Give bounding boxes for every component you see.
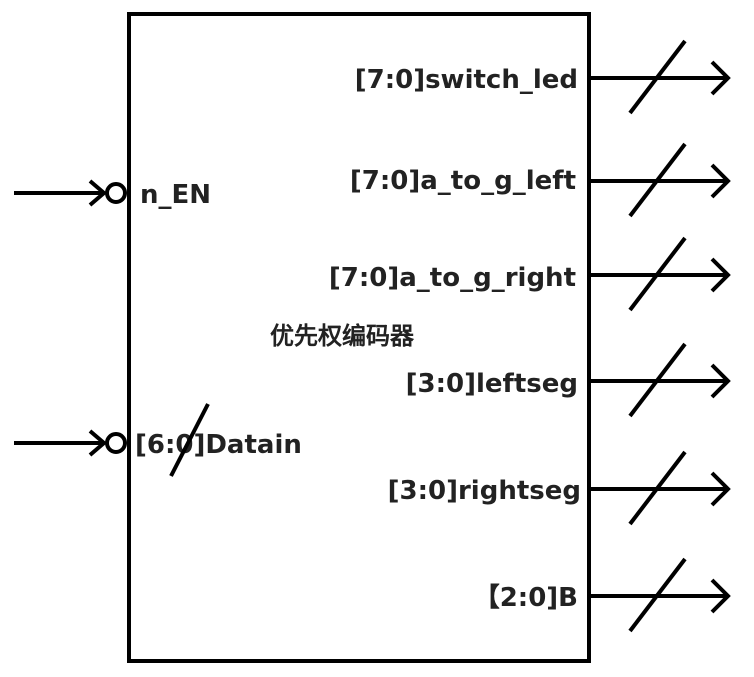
bus-slash	[628, 557, 687, 633]
output-arrowhead	[710, 163, 731, 199]
output-port-switch-led: [7:0]switch_led	[355, 39, 731, 115]
output-arrowhead	[710, 363, 731, 399]
output-label-rightseg: [3:0]rightseg	[388, 476, 581, 506]
output-arrowhead	[710, 257, 731, 293]
input-port-datain: [6:0]Datain	[14, 403, 302, 477]
output-port-a-to-g-right: [7:0]a_to_g_right	[329, 236, 731, 312]
output-label-a-to-g-right: [7:0]a_to_g_right	[329, 263, 576, 293]
output-arrowhead	[710, 60, 731, 96]
bus-slash	[628, 450, 687, 526]
input-arrowhead	[88, 179, 108, 207]
output-arrowhead	[710, 578, 731, 614]
output-port-rightseg: [3:0]rightseg	[388, 450, 731, 526]
inversion-bubble	[105, 182, 127, 204]
bus-slash	[628, 342, 687, 418]
output-port-a-to-g-left: [7:0]a_to_g_left	[350, 142, 731, 218]
block-title: 优先权编码器	[270, 322, 415, 350]
output-port-leftseg: [3:0]leftseg	[406, 342, 731, 418]
output-label-leftseg: [3:0]leftseg	[406, 369, 578, 399]
input-port-n-en: n_EN	[14, 179, 211, 210]
bus-slash	[169, 403, 210, 477]
output-label-b: 【2:0]B	[474, 583, 578, 613]
encoder-block	[127, 12, 591, 663]
input-arrowhead	[88, 429, 108, 457]
inversion-bubble	[105, 432, 127, 454]
bus-slash	[628, 39, 687, 115]
input-label-datain: [6:0]Datain	[135, 430, 302, 460]
input-label-n-en: n_EN	[140, 180, 211, 210]
bus-slash	[628, 142, 687, 218]
output-arrowhead	[710, 471, 731, 507]
output-label-switch-led: [7:0]switch_led	[355, 65, 578, 95]
output-port-b: 【2:0]B	[474, 557, 731, 633]
output-label-a-to-g-left: [7:0]a_to_g_left	[350, 166, 576, 196]
bus-slash	[628, 236, 687, 312]
